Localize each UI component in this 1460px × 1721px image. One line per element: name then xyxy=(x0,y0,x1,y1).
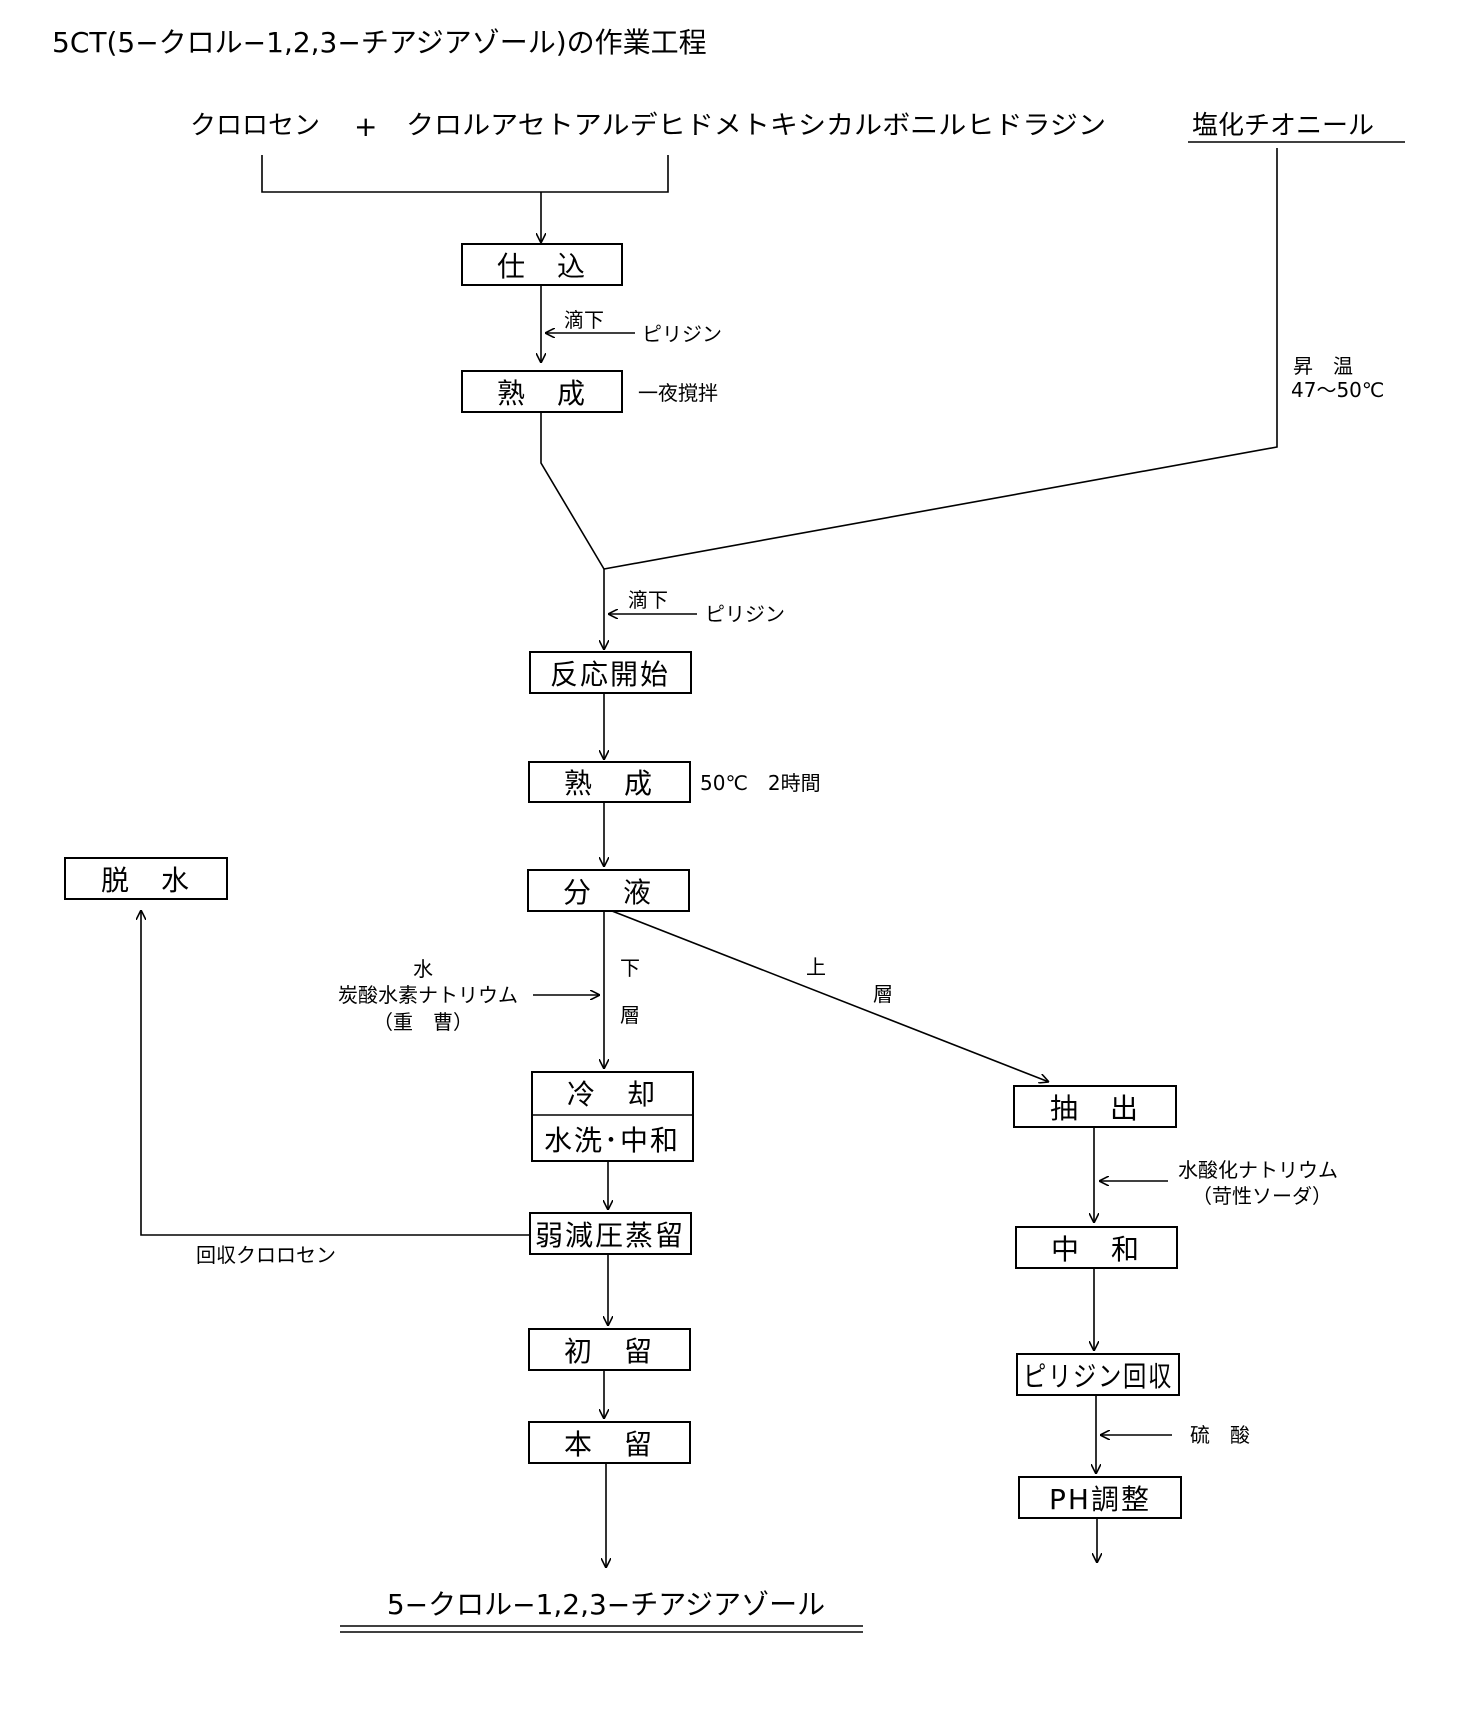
step-neutralization: 中 和 xyxy=(1051,1233,1141,1266)
plus-sign: + xyxy=(354,110,377,143)
step-separation-box xyxy=(527,869,690,912)
step-dehydration: 脱 水 xyxy=(101,864,191,897)
step-charge: 仕 込 xyxy=(497,250,587,283)
step-reaction-start: 反応開始 xyxy=(550,658,670,691)
step-weak-vacuum-distill: 弱減圧蒸留 xyxy=(535,1219,685,1252)
label-stir-overnight: 一夜撹拌 xyxy=(638,381,718,405)
label-recovered-chlorocene: 回収クロロセン xyxy=(196,1243,336,1267)
step-separation: 分 液 xyxy=(563,876,653,909)
step-pyridine-recovery-box xyxy=(1016,1353,1180,1396)
step-distill-box xyxy=(529,1212,692,1255)
product-name: 5−クロル−1,2,3−チアジアゾール xyxy=(387,1588,825,1621)
label-aging-condition: 50℃ 2時間 xyxy=(700,771,821,795)
label-upper-2: 層 xyxy=(873,982,893,1006)
step-aging1-box xyxy=(461,370,623,413)
reagent-bracket xyxy=(261,155,669,193)
step-pyridine-recovery: ピリジン回収 xyxy=(1023,1360,1173,1393)
reagent-chlorocene: クロロセン xyxy=(190,111,320,141)
step-first-fraction-box xyxy=(528,1328,691,1371)
label-naoh: 水酸化ナトリウム xyxy=(1178,1158,1338,1182)
label-drip2: 滴下 xyxy=(628,588,668,612)
step-neutralization-box xyxy=(1015,1226,1178,1269)
label-pyridine1: ピリジン xyxy=(642,322,722,346)
step-main-fraction-box xyxy=(528,1421,691,1464)
label-lower-2: 層 xyxy=(620,1003,640,1027)
step-charge-box xyxy=(461,243,623,286)
reagent-thionyl-chloride: 塩化チオニール xyxy=(1192,111,1374,141)
page-title: 5CT(5−クロル−1,2,3−チアジアゾール)の作業工程 xyxy=(52,26,707,59)
line-thionyl-to-join xyxy=(603,148,1278,570)
step-reaction-start-box xyxy=(529,651,692,694)
line-aging1-to-join xyxy=(540,412,605,570)
label-upper-1: 上 xyxy=(806,955,826,979)
label-naoh-alias: （苛性ソーダ） xyxy=(1192,1184,1332,1208)
step-main-fraction: 本 留 xyxy=(564,1428,654,1461)
step-extraction: 抽 出 xyxy=(1050,1092,1140,1125)
label-heat: 昇 温 xyxy=(1293,354,1353,378)
step-aging1: 熟 成 xyxy=(497,377,587,410)
arrow-upper-layer xyxy=(611,910,1049,1082)
arrow-recovered-chlorocene xyxy=(141,910,530,1236)
label-water: 水 xyxy=(413,957,433,981)
step-first-fraction: 初 留 xyxy=(564,1335,654,1368)
step-cooling: 冷 却 xyxy=(567,1078,657,1111)
step-extraction-box xyxy=(1013,1085,1177,1128)
label-lower-1: 下 xyxy=(620,956,640,980)
step-dehydration-box xyxy=(64,857,228,900)
step-aging2: 熟 成 xyxy=(564,767,654,800)
step-ph-adjust-box xyxy=(1018,1476,1182,1519)
label-pyridine2: ピリジン xyxy=(705,602,785,626)
step-aging2-box xyxy=(528,761,691,803)
label-heat-temp: 47～50℃ xyxy=(1291,378,1384,402)
step-cooling-box xyxy=(531,1071,694,1162)
reagent-hydrazine: クロルアセトアルデヒドメトキシカルボニルヒドラジン xyxy=(406,111,1106,141)
step-ph-adjust: PH調整 xyxy=(1049,1483,1151,1516)
label-sulfuric-acid: 硫 酸 xyxy=(1190,1423,1250,1447)
label-bicarbonate: 炭酸水素ナトリウム xyxy=(338,983,518,1007)
label-bicarbonate-alias: （重 曹） xyxy=(373,1010,473,1034)
step-wash-neutralize: 水洗･中和 xyxy=(544,1124,680,1157)
label-drip1: 滴下 xyxy=(564,308,604,332)
